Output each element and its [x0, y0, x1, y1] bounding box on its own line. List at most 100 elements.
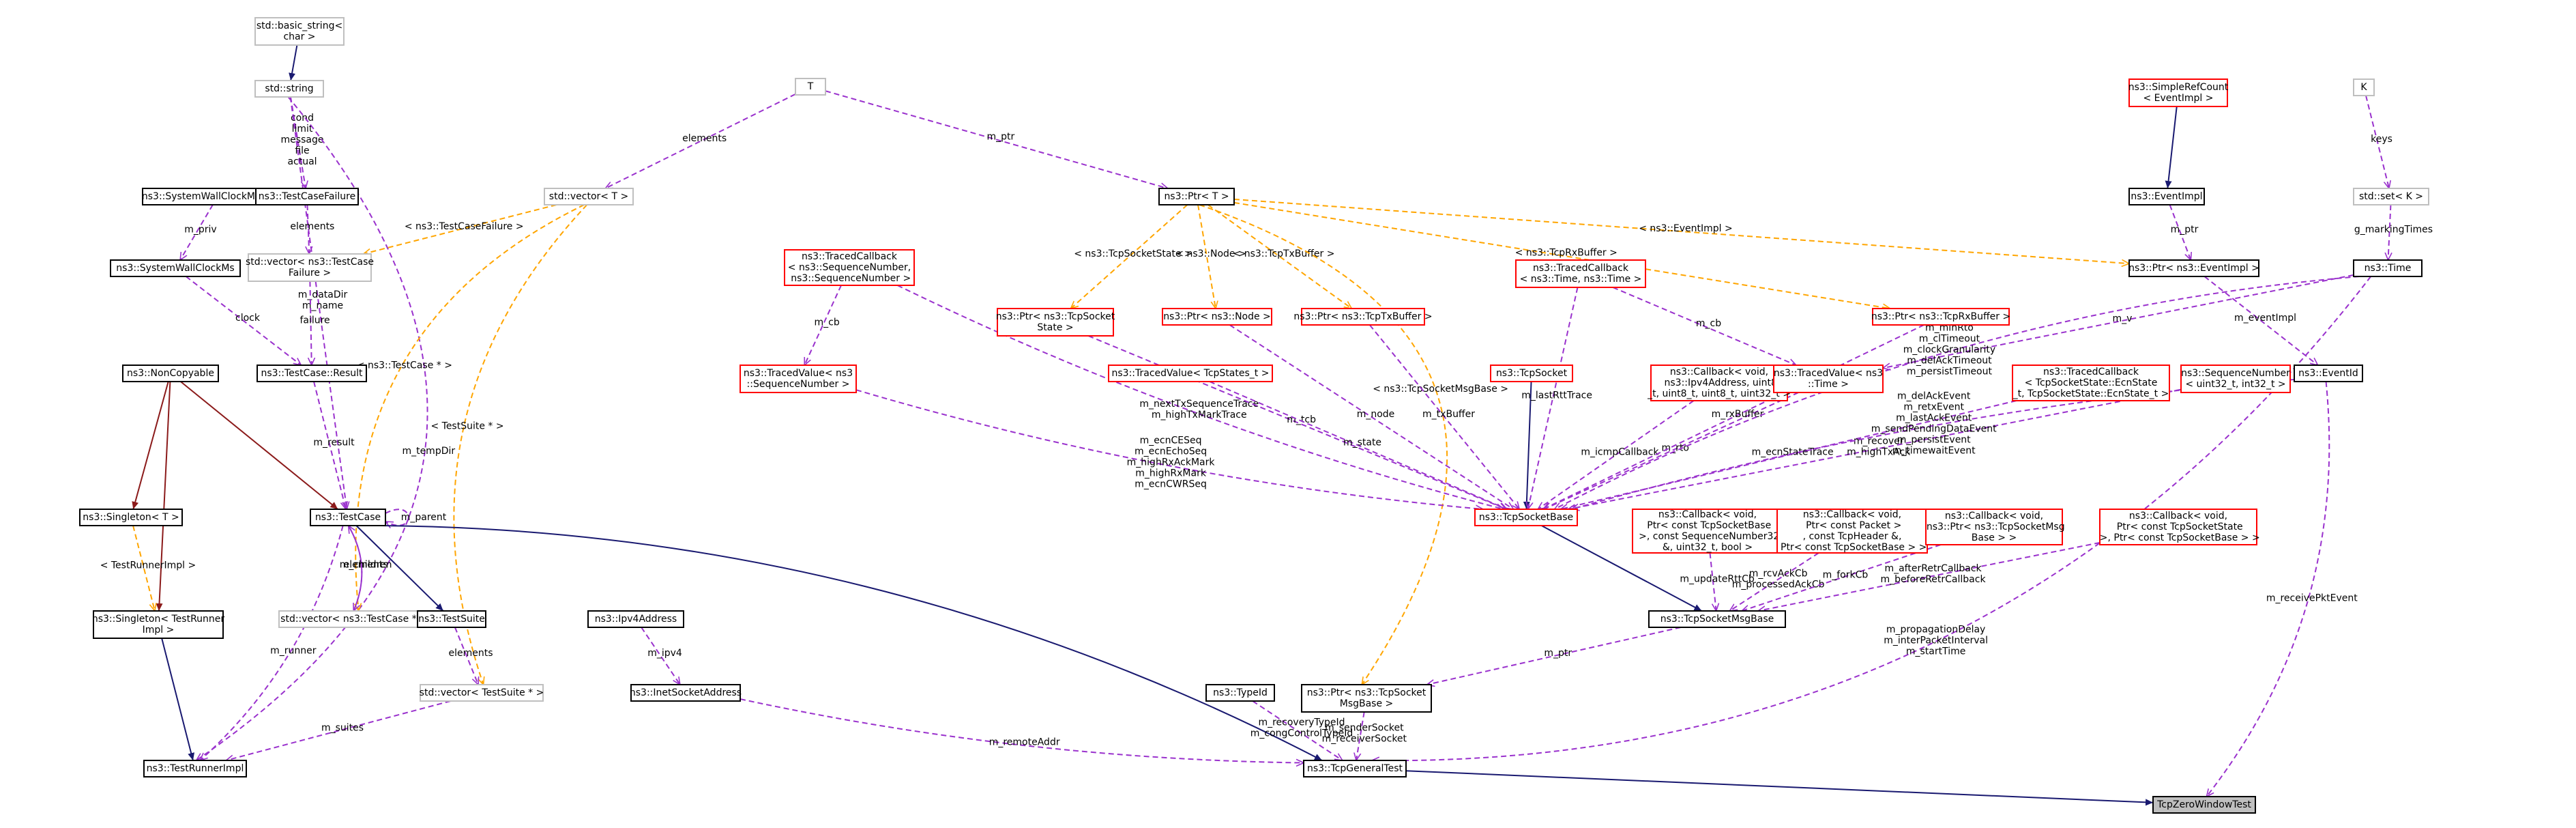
edge-line — [2165, 106, 2178, 189]
class-name: ns3::Time — [2365, 263, 2412, 274]
edge-label: m_ptr — [987, 132, 1015, 143]
edge-K-to-setK: keys — [2365, 95, 2392, 188]
class-node-TracedCbTime[interactable]: ns3::TracedCallback< ns3::Time, ns3::Tim… — [1515, 259, 1646, 288]
edge-SingletonRunner-to-TestRunnerImpl — [161, 638, 195, 761]
class-node-TracedValStates[interactable]: ns3::TracedValue< TcpStates_t > — [1108, 365, 1273, 382]
edge-Time-to-TracedValTime: m_v — [1883, 274, 2354, 368]
class-name: ns3::TracedValue< ns3::SequenceNumber > — [744, 368, 853, 390]
class-node-setK[interactable]: std::set< K > — [2353, 188, 2429, 205]
class-name: ns3::NonCopyable — [127, 368, 214, 379]
class-name: ns3::Ptr< T > — [1164, 191, 1229, 202]
class-node-TestRunnerImpl[interactable]: ns3::TestRunnerImpl — [143, 760, 247, 777]
class-node-string[interactable]: std::string — [254, 80, 324, 98]
class-node-PtrEventImpl[interactable]: ns3::Ptr< ns3::EventImpl > — [2128, 259, 2259, 277]
class-node-CbMsg[interactable]: ns3::Callback< void, ns3::Ptr< ns3::TcpS… — [1923, 509, 2065, 545]
class-name-line: ns3::Time — [2365, 263, 2412, 274]
class-node-CbPacket[interactable]: ns3::Callback< void, Ptr< const Packet >… — [1776, 509, 1928, 554]
class-name-line: ns3::TestCaseFailure — [259, 191, 355, 202]
edge-label-line: m_runner — [270, 646, 317, 657]
edge-line — [2169, 204, 2191, 260]
class-name: ns3::Callback< void, Ptr< const TcpSocke… — [2096, 511, 2259, 543]
edge-label-line: m_propagationDelay — [1886, 625, 1985, 636]
class-name: std::vector< ns3::TestCase * > — [280, 614, 428, 625]
edge-label-line: keys — [2371, 134, 2392, 145]
class-name-line: Ptr< const Packet > — [1803, 520, 1902, 531]
edge-label-line: m_ptr — [2171, 225, 2199, 235]
class-node-Time[interactable]: ns3::Time — [2353, 259, 2423, 277]
class-node-TestSuite[interactable]: ns3::TestSuite — [417, 610, 486, 628]
class-name-line: < TcpSocketState::EcnState — [2025, 377, 2158, 388]
edge-label-line: m_persistEvent — [1897, 435, 1971, 446]
edge-label: < ns3::TcpTxBuffer > — [1233, 248, 1335, 259]
class-node-K[interactable]: K — [2353, 78, 2375, 96]
edge-SingletonT-to-SingletonRunner: < TestRunnerImpl > — [100, 525, 196, 611]
class-node-InetSocketAddress[interactable]: ns3::InetSocketAddress — [630, 684, 742, 702]
edge-line — [1233, 201, 1890, 309]
class-node-SeqNum[interactable]: ns3::SequenceNumber< uint32_t, int32_t > — [2180, 365, 2291, 393]
class-node-TracedValSeq[interactable]: ns3::TracedValue< ns3::SequenceNumber > — [740, 365, 857, 393]
class-name: ns3::TcpGeneralTest — [1307, 763, 1403, 774]
class-node-vecTestSuite[interactable]: std::vector< TestSuite * > — [420, 684, 544, 702]
edge-line — [605, 94, 796, 189]
edge-label-line: m_ptr — [1544, 648, 1572, 659]
class-node-TracedCbEcn[interactable]: ns3::TracedCallback< TcpSocketState::Ecn… — [2012, 365, 2170, 401]
class-node-TypeId[interactable]: ns3::TypeId — [1205, 684, 1275, 702]
class-box — [587, 610, 684, 628]
edge-line — [1523, 381, 1532, 510]
class-node-CbIpv4[interactable]: ns3::Callback< void, ns3::Ipv4Address, u… — [1647, 365, 1791, 401]
class-name-line: ns3::Ptr< T > — [1164, 191, 1229, 202]
class-node-SimpleRefCount[interactable]: ns3::SimpleRefCount< EventImpl > — [2128, 78, 2229, 107]
edge-label: m_lastRttTrace — [1521, 390, 1592, 401]
edge-line — [364, 204, 557, 254]
class-node-EventImpl[interactable]: ns3::EventImpl — [2128, 188, 2205, 205]
class-node-CbState[interactable]: ns3::Callback< void, Ptr< const TcpSocke… — [2096, 509, 2260, 545]
class-node-T[interactable]: T — [795, 78, 826, 96]
edge-label-line: m_children — [340, 560, 392, 571]
class-node-PtrT[interactable]: ns3::Ptr< T > — [1158, 188, 1235, 205]
class-node-NonCopyable[interactable]: ns3::NonCopyable — [122, 365, 219, 382]
class-node-Ipv4Address[interactable]: ns3::Ipv4Address — [587, 610, 684, 628]
class-node-PtrTcpTx[interactable]: ns3::Ptr< ns3::TcpTxBuffer > — [1293, 308, 1433, 326]
class-node-SingletonT[interactable]: ns3::Singleton< T > — [79, 509, 183, 526]
class-node-TestCase[interactable]: ns3::TestCase — [310, 509, 386, 526]
class-node-TcpSocketBase[interactable]: ns3::TcpSocketBase — [1474, 509, 1578, 526]
class-node-TracedValTime[interactable]: ns3::TracedValue< ns3::Time > — [1773, 365, 1884, 393]
edge-label-line: < ns3::TestCase * > — [357, 360, 452, 371]
class-node-vecT[interactable]: std::vector< T > — [544, 188, 634, 205]
class-node-PtrTcpRx[interactable]: ns3::Ptr< ns3::TcpRxBuffer > — [1871, 308, 2010, 326]
class-node-TcpSocketMsgBase[interactable]: ns3::TcpSocketMsgBase — [1648, 610, 1786, 628]
class-node-CbRtt[interactable]: ns3::Callback< void, Ptr< const TcpSocke… — [1632, 509, 1783, 554]
class-node-EventId[interactable]: ns3::EventId — [2294, 365, 2363, 382]
edge-label-line: < TestRunnerImpl > — [100, 560, 196, 571]
class-node-SysWall[interactable]: ns3::SystemWallClockMs — [110, 259, 241, 277]
class-node-TestResult[interactable]: ns3::TestCase::Result — [257, 365, 367, 382]
edge-line — [289, 44, 298, 81]
class-node-vecTestCase[interactable]: std::vector< ns3::TestCase * > — [278, 610, 430, 628]
class-name-line: ns3::Callback< void, — [1670, 367, 1768, 377]
edge-PtrT-to-PtrTcpSockState: < ns3::TcpSocketState > — [1071, 204, 1192, 309]
class-node-TracedCbSeq[interactable]: ns3::TracedCallback< ns3::SequenceNumber… — [784, 249, 915, 286]
class-node-TcpGeneralTest[interactable]: ns3::TcpGeneralTest — [1303, 760, 1407, 777]
class-node-basic_string[interactable]: std::basic_string<char > — [254, 17, 345, 46]
edge-label-line: < ns3::TcpRxBuffer > — [1515, 247, 1618, 258]
class-name: ns3::SimpleRefCount< EventImpl > — [2128, 82, 2229, 104]
class-node-PtrNode[interactable]: ns3::Ptr< ns3::Node > — [1162, 308, 1272, 326]
edge-label-line: m_congControlTypeId — [1250, 728, 1353, 739]
class-node-TcpSocket[interactable]: ns3::TcpSocket — [1490, 365, 1573, 382]
edge-line — [897, 285, 1504, 509]
class-node-TestCaseFailure[interactable]: ns3::TestCaseFailure — [255, 188, 359, 205]
class-box — [1490, 365, 1573, 382]
